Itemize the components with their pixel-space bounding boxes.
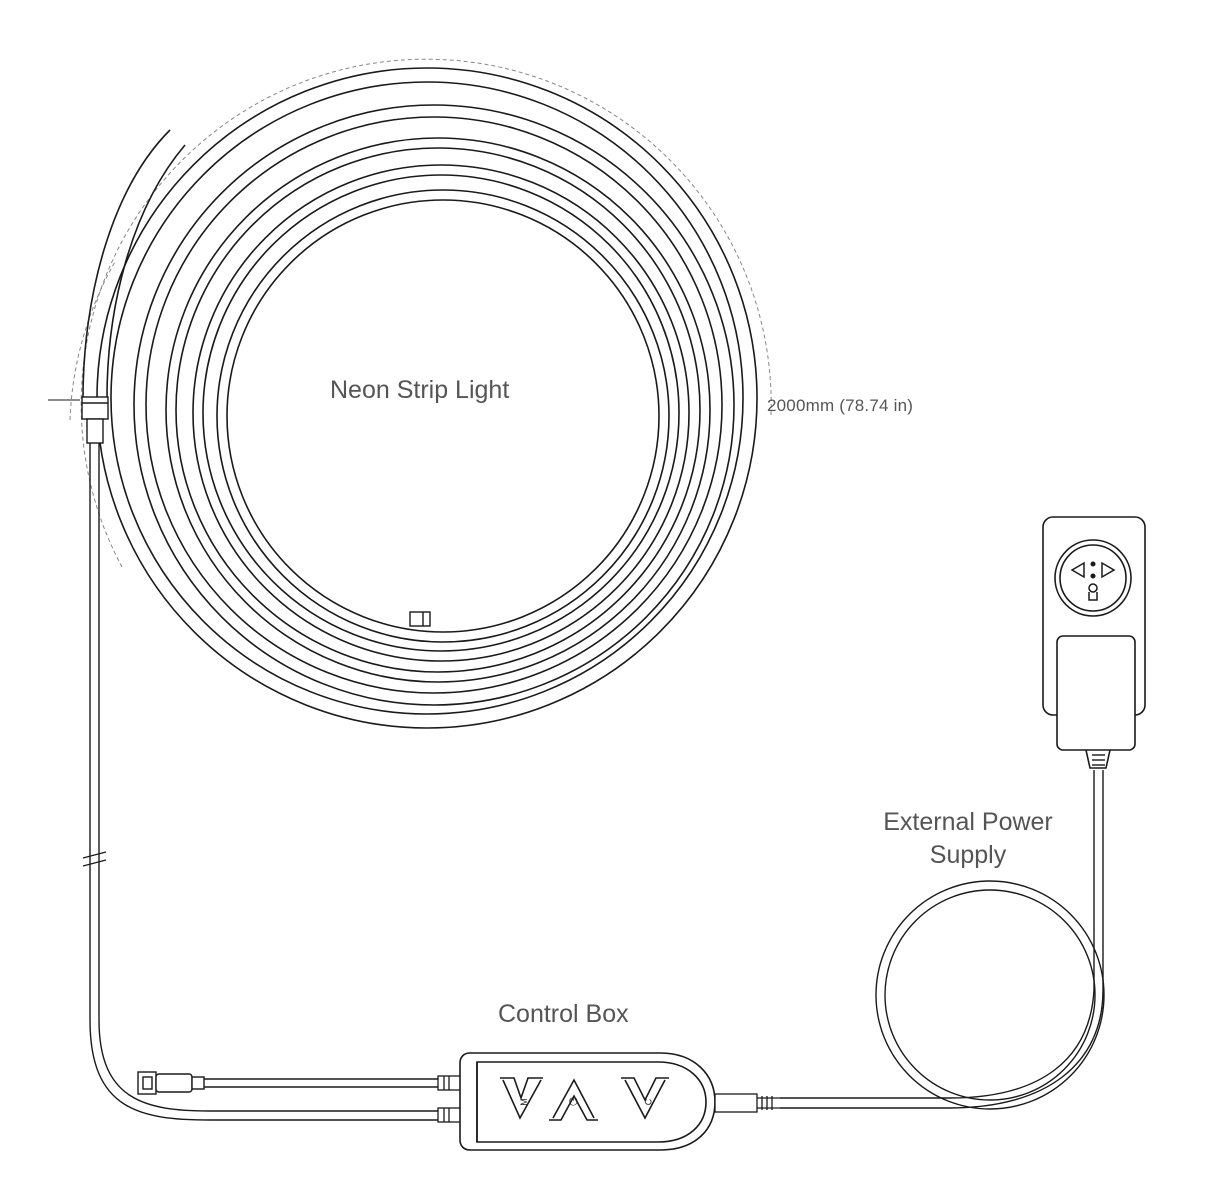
power-cable — [780, 754, 1105, 1110]
power-supply-label-line1: External Power — [883, 808, 1053, 836]
length-dimension-arc — [48, 58, 772, 568]
outlet-icon — [1070, 561, 1116, 601]
power-adapter — [1042, 516, 1146, 769]
power-button-label: ⏻ — [569, 1096, 578, 1108]
strip-lead-cable — [82, 443, 440, 1121]
power-supply-label-line2: Supply — [929, 841, 1007, 869]
strip-connector — [81, 396, 109, 444]
control-box-input-connectors — [437, 1075, 463, 1123]
control-box-label: Control Box — [498, 1000, 629, 1028]
plug-cable — [137, 1071, 440, 1095]
length-label: 2000mm (78.74 in) — [767, 396, 914, 415]
control-box — [459, 1052, 716, 1151]
control-box-buttons — [500, 1077, 669, 1121]
neon-strip-label: Neon Strip Light — [330, 376, 510, 404]
mode-button-label: M — [518, 1098, 529, 1106]
control-box-output-connector — [714, 1093, 780, 1113]
strip-end-cap-inner — [409, 611, 431, 627]
color-button-label: C — [643, 1098, 654, 1106]
neon-strip-coil — [82, 67, 758, 729]
